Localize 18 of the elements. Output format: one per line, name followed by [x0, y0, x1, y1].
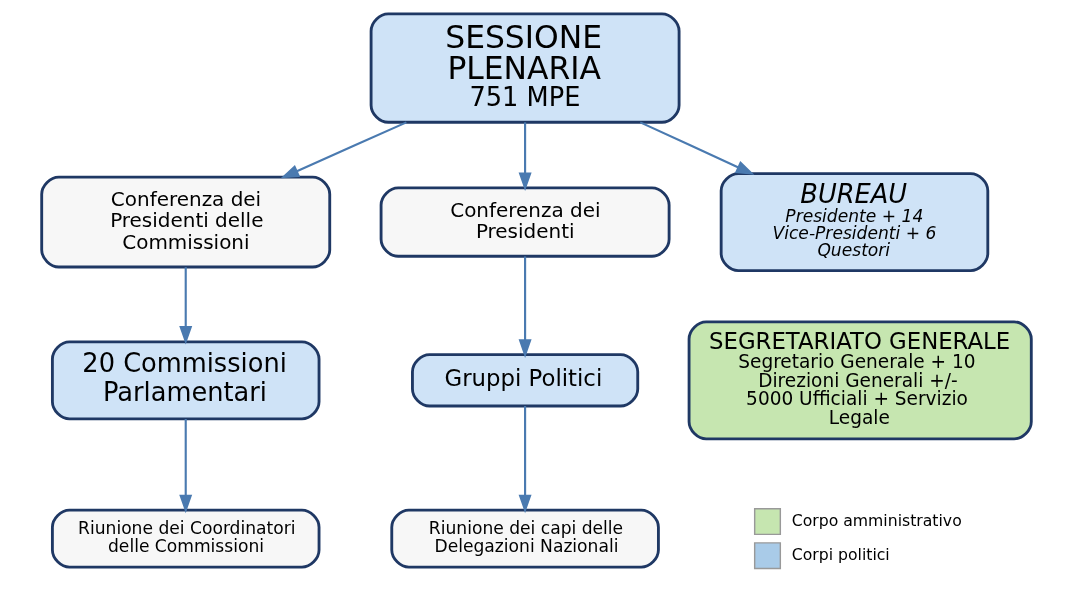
node-box: SEGRETARIATO GENERALE Segretario Generale + 10 Direzioni Generali +/- 5000 Ufficiali + Servizio Legale [687, 320, 1033, 441]
node-box: Riunione dei Coordinatori delle Commissioni [50, 508, 320, 569]
arrow [518, 256, 532, 358]
node-box: Conferenza dei Presidenti delle Commissioni [39, 175, 331, 269]
arrow [280, 121, 407, 179]
arrow [639, 121, 754, 175]
legend-label: Corpo amministrativo [791, 510, 962, 530]
arrow [518, 122, 532, 192]
arrow [178, 419, 192, 514]
arrow [178, 267, 192, 345]
node-box: Conferenza dei Presidenti [379, 186, 671, 258]
node-box: BUREAU Presidente + 14 Vice-Presidenti + 6 Questori [719, 172, 989, 272]
legend-label: Corpi politici [791, 544, 890, 564]
node-box: 20 Commissioni Parlamentari [50, 340, 320, 421]
node-box: Riunione dei capi delle Delegazioni Nazionali [389, 508, 660, 569]
node-box: SESSIONE PLENARIA 751 MPE [369, 12, 680, 124]
node-box: Gruppi Politici [410, 353, 639, 408]
arrow [518, 406, 532, 514]
